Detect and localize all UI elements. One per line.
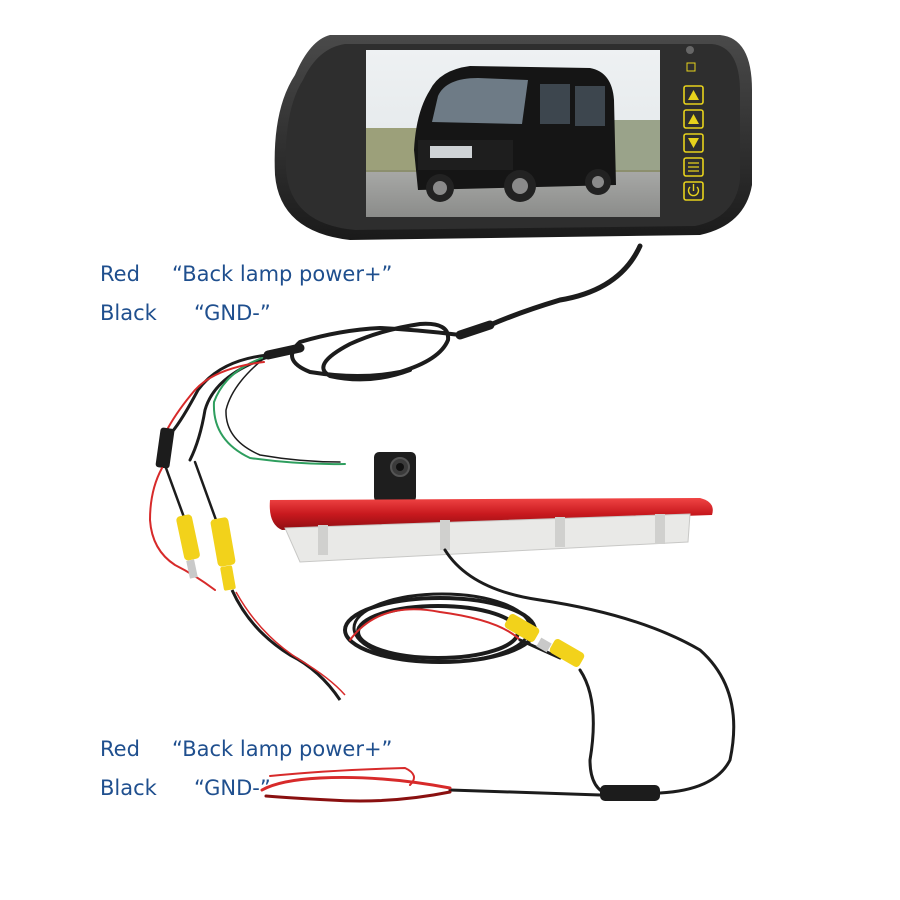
wire-function-label: “GND-” xyxy=(194,776,271,800)
top-label-red: Red “Back lamp power+” xyxy=(0,262,900,292)
rearview-mirror-monitor xyxy=(274,35,752,240)
wire-color-label: Black xyxy=(100,301,157,325)
top-label-black: Black “GND-” xyxy=(0,301,900,331)
van-icon xyxy=(414,66,616,202)
up-arrow-icon[interactable] xyxy=(683,85,704,105)
wire-color-label: Red xyxy=(100,737,140,761)
rca-connector-extension xyxy=(504,614,585,667)
monitor-buttons xyxy=(683,46,704,201)
wire-function-label: “Back lamp power+” xyxy=(172,262,393,286)
brake-light-lens xyxy=(269,498,713,530)
up-arrow-icon[interactable] xyxy=(683,109,704,129)
video-extension-cable-end xyxy=(230,589,342,701)
rca-connector-video-in xyxy=(210,517,236,591)
bottom-label-black: Black “GND-” xyxy=(0,776,900,806)
wire-function-label: “GND-” xyxy=(194,301,271,325)
power-icon[interactable] xyxy=(683,181,704,201)
menu-icon[interactable] xyxy=(683,157,704,177)
down-arrow-icon[interactable] xyxy=(683,133,704,153)
wire-color-label: Red xyxy=(100,262,140,286)
monitor-cable xyxy=(263,243,643,382)
rca-connector-video-out xyxy=(176,514,200,579)
camera-power-leads xyxy=(260,766,662,803)
bottom-label-red: Red “Back lamp power+” xyxy=(0,737,900,767)
monitor-wiring-harness xyxy=(148,353,346,591)
wire-function-label: “Back lamp power+” xyxy=(172,737,393,761)
brake-light-camera xyxy=(269,452,713,563)
wire-color-label: Black xyxy=(100,776,157,800)
